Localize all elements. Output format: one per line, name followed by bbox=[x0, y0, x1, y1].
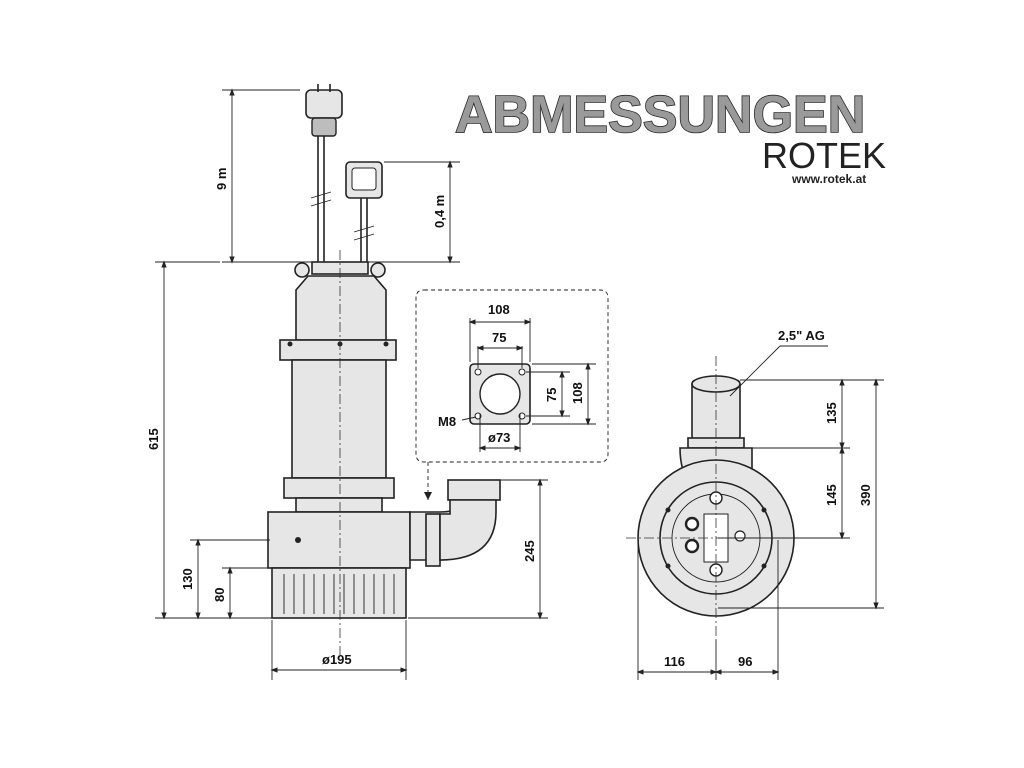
dim-top-135: 135 bbox=[824, 402, 839, 424]
dim-flange-side-108: 108 bbox=[570, 382, 585, 404]
dim-outlet-thread: 2,5" AG bbox=[778, 328, 825, 343]
pump-top-view bbox=[626, 356, 808, 640]
page-title: ABMESSUNGEN bbox=[455, 86, 865, 144]
dim-right-96: 96 bbox=[738, 654, 752, 669]
website-url: www.rotek.at bbox=[791, 172, 866, 186]
plug-icon bbox=[305, 84, 343, 137]
dim-diameter: ø195 bbox=[322, 652, 352, 667]
dim-bolt: M8 bbox=[438, 414, 456, 429]
dim-mid-145: 145 bbox=[824, 484, 839, 506]
dim-overall-390: 390 bbox=[858, 484, 873, 506]
dim-flange-side-75: 75 bbox=[544, 388, 559, 402]
dim-flange-outer: 108 bbox=[488, 302, 510, 317]
strainer-ribs bbox=[283, 574, 395, 614]
rotek-logo: ROTEK bbox=[762, 135, 886, 176]
dim-bore: ø73 bbox=[488, 430, 510, 445]
pump-side-view bbox=[267, 84, 501, 655]
dim-base-130: 130 bbox=[180, 568, 195, 590]
side-dimensions: 9 m 0,4 m 615 130 80 245 ø195 bbox=[146, 88, 548, 680]
dim-total-height: 615 bbox=[146, 428, 161, 450]
dim-flange-inner: 75 bbox=[492, 330, 506, 345]
brand-name: ROTEK bbox=[762, 135, 886, 176]
dim-outlet-height: 245 bbox=[522, 540, 537, 562]
dim-cable-length: 9 m bbox=[214, 168, 229, 190]
dim-float-cable: 0,4 m bbox=[432, 195, 447, 228]
top-view-dimensions: 2,5" AG 135 145 390 116 96 bbox=[636, 328, 884, 680]
float-switch-icon bbox=[345, 161, 383, 199]
dim-base-80: 80 bbox=[212, 588, 227, 602]
flange-bore bbox=[479, 373, 521, 415]
power-cable bbox=[317, 136, 325, 262]
dim-left-116: 116 bbox=[664, 654, 685, 669]
flange-detail: 108 75 75 108 M8 ø73 bbox=[415, 289, 609, 500]
